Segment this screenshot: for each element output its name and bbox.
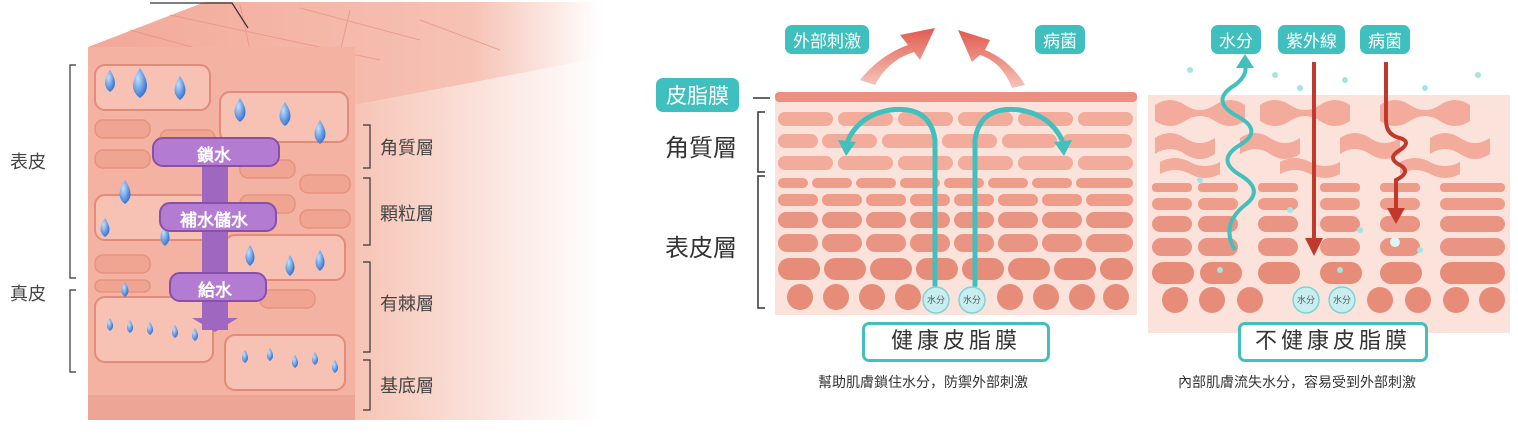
tag-sebum-film: 皮脂膜: [656, 78, 739, 112]
healthy-sebum-title: 健康皮脂膜: [862, 322, 1050, 362]
tag-bacteria-right: 病菌: [1360, 25, 1410, 54]
dermis-label: 真皮: [10, 284, 46, 305]
water-drops: [100, 68, 338, 373]
outer-brackets: [69, 64, 371, 411]
label-stratum-corneum: 角質層: [665, 134, 737, 162]
sebum-film-bar: [775, 92, 1137, 102]
water-bubble-label: 水分: [1297, 296, 1316, 306]
layer-label-spinous: 有棘層: [380, 294, 434, 315]
water-bubble-label: 水分: [1333, 296, 1352, 306]
tag-water: 水分: [1211, 25, 1261, 54]
layer-label-corneum: 角質層: [380, 138, 434, 159]
cube-side-face: [355, 58, 600, 420]
unhealthy-sebum-caption: 內部肌膚流失水分，容易受到外部刺激: [1178, 375, 1416, 391]
water-bubble-label: 水分: [927, 296, 946, 306]
tag-external-stimulus: 外部刺激: [785, 25, 869, 54]
layer-label-granular: 顆粒層: [380, 204, 434, 225]
healthy-sebum-caption: 幫助肌膚鎖住水分，防禦外部刺激: [818, 375, 1028, 391]
tag-bacteria-middle: 病菌: [1035, 25, 1085, 54]
step-replenish-water: 補水儲水: [180, 211, 248, 231]
step-supply-water: 給水: [198, 281, 232, 301]
step-lock-water: 鎖水: [197, 146, 231, 166]
water-bubble-label: 水分: [963, 296, 982, 306]
water-retention-arrows: [845, 106, 1065, 288]
label-epidermis-layer: 表皮層: [665, 234, 737, 262]
layer-label-basal: 基底層: [380, 376, 434, 397]
unhealthy-sebum-title: 不健康皮脂膜: [1238, 322, 1428, 362]
epidermis-label: 表皮: [10, 152, 46, 173]
skin-cube-illustration: [69, 2, 600, 420]
tag-uv: 紫外線: [1278, 25, 1345, 54]
water-flow-arrow: [152, 137, 280, 332]
